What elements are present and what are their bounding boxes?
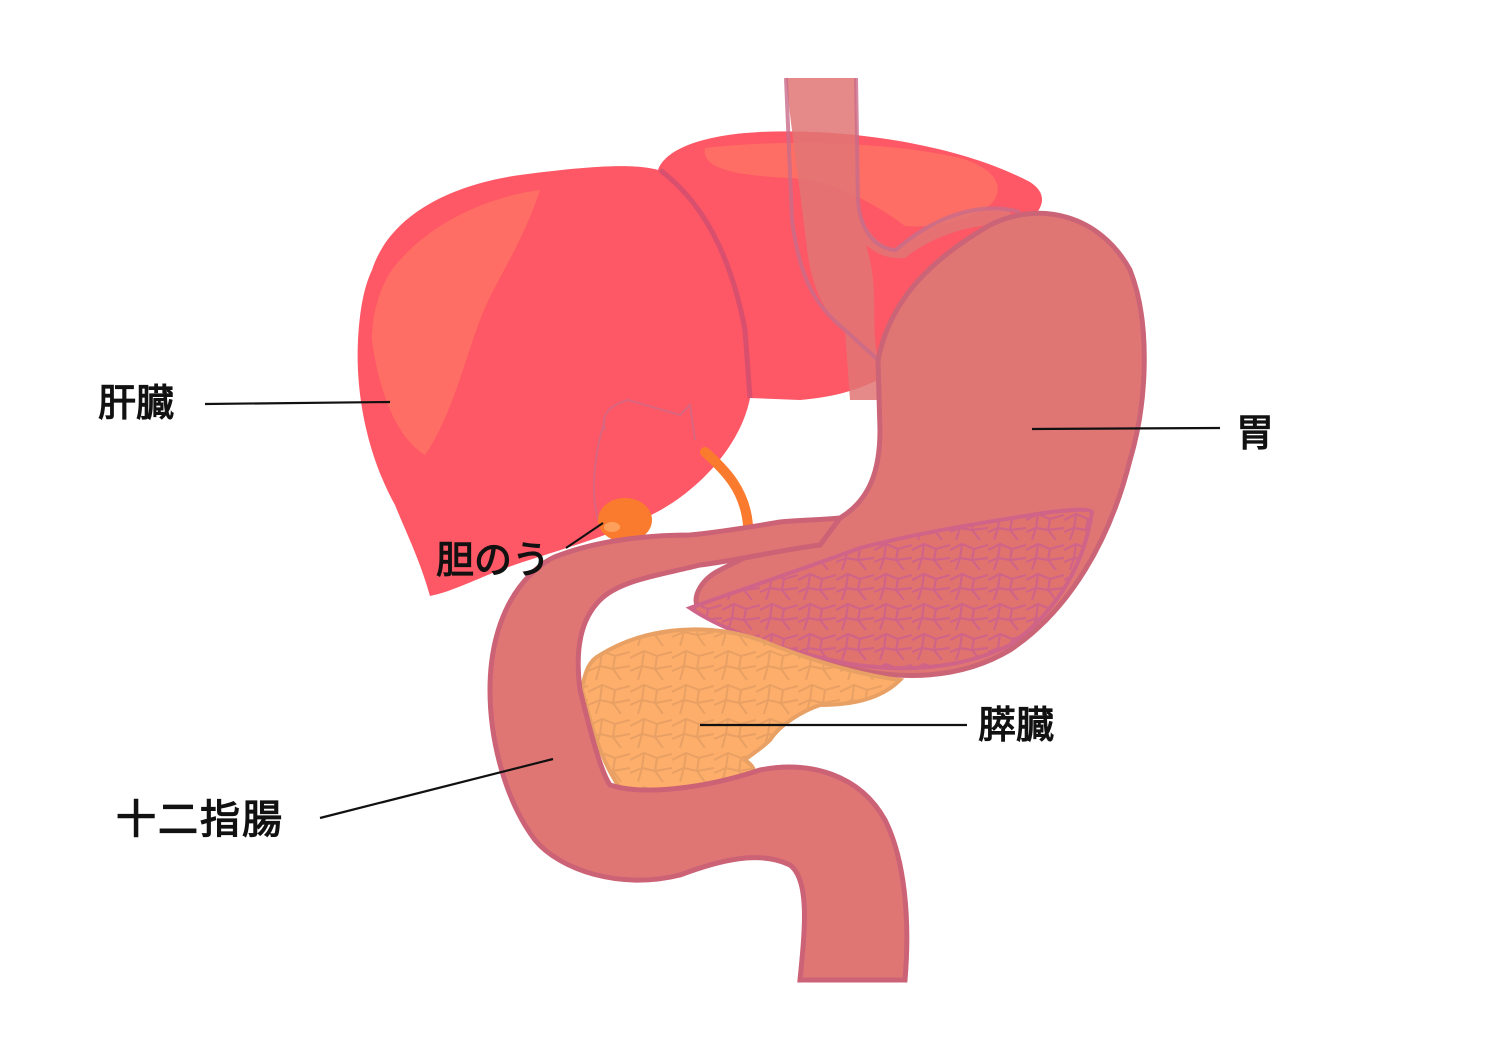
liver-label: 肝臓 [98, 381, 175, 425]
pancreas [579, 627, 905, 793]
gallbladder-leader-line [565, 522, 604, 549]
stomach [685, 210, 1147, 678]
duodenum [487, 514, 910, 983]
leader-lines [204, 400, 1221, 820]
duodenum-leader-line [319, 757, 554, 820]
esophagus [784, 77, 1021, 400]
gallbladder [598, 498, 652, 542]
stomach-leader-line [1031, 426, 1221, 431]
gallbladder-label: 胆のう [436, 538, 551, 582]
liver-leader-line [204, 400, 391, 406]
pancreas-label: 膵臓 [978, 703, 1055, 747]
duodenum-label: 十二指腸 [116, 797, 284, 843]
bile-duct [700, 447, 753, 530]
stomach-label: 胃 [1236, 411, 1275, 455]
